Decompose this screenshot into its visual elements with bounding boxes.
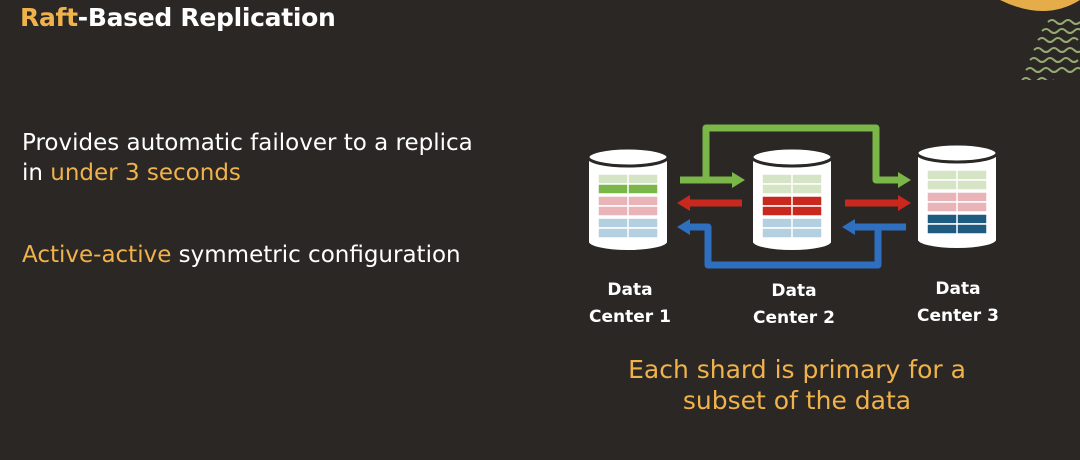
database-dc3 bbox=[915, 142, 999, 250]
database-dc1 bbox=[586, 146, 670, 252]
diagram-caption: Each shard is primary for a subset of th… bbox=[597, 354, 997, 416]
green-loop-dc1-to-dc3 bbox=[702, 124, 898, 184]
corner-sun-arc bbox=[1000, 0, 1080, 11]
caption-line2: subset of the data bbox=[682, 386, 912, 415]
corner-decoration bbox=[1000, 0, 1080, 80]
bullet-failover-highlight: under 3 seconds bbox=[50, 160, 241, 186]
bullet-failover: Provides automatic failover to a replica… bbox=[22, 128, 473, 188]
red-arrowhead-dc3 bbox=[898, 195, 911, 211]
bullet-failover-prefix: in bbox=[22, 160, 51, 186]
bullet-failover-line1: Provides automatic failover to a replica bbox=[22, 130, 473, 156]
cylinder-top bbox=[915, 142, 999, 164]
dc3-label-line1: Data bbox=[935, 279, 981, 299]
dc3-label-line2: Center 3 bbox=[917, 306, 999, 326]
bullet-failover-line2: in under 3 seconds bbox=[22, 158, 473, 188]
corner-wave-lines bbox=[1021, 19, 1080, 80]
dc2-label-line1: Data bbox=[771, 281, 817, 301]
dc2-label-line2: Center 2 bbox=[753, 308, 835, 328]
cylinder-top bbox=[750, 146, 834, 168]
dc1-label-line2: Center 1 bbox=[589, 307, 671, 327]
caption-line1: Each shard is primary for a bbox=[628, 355, 966, 384]
bullet-active-active: Active-active symmetric configuration bbox=[22, 240, 461, 270]
data-center-2-label: Data Center 2 bbox=[724, 278, 864, 332]
table-rows bbox=[597, 173, 659, 239]
table-rows bbox=[761, 173, 823, 239]
blue-arrowhead-dc2 bbox=[842, 219, 855, 235]
data-center-1-label: Data Center 1 bbox=[560, 277, 700, 331]
slide-title: Raft-Based Replication bbox=[20, 2, 336, 34]
red-arrowhead-dc1 bbox=[677, 195, 690, 211]
dc1-label-line1: Data bbox=[607, 280, 653, 300]
cylinder-top bbox=[586, 146, 670, 168]
green-arrowhead-dc2 bbox=[732, 172, 745, 188]
blue-arrowhead-dc1 bbox=[677, 219, 690, 235]
title-highlight: Raft bbox=[20, 3, 78, 32]
data-center-3-label: Data Center 3 bbox=[888, 276, 1028, 330]
title-rest: -Based Replication bbox=[77, 3, 336, 32]
bullet-active-highlight: Active-active bbox=[22, 242, 172, 268]
green-replication-arrows bbox=[680, 124, 898, 184]
table-rows bbox=[926, 169, 988, 235]
green-arrowhead-dc3 bbox=[898, 172, 911, 188]
blue-loop-dc3-to-dc1 bbox=[690, 223, 882, 269]
blue-replication-arrows bbox=[690, 223, 906, 269]
database-dc2 bbox=[750, 146, 834, 252]
bullet-active-rest: symmetric configuration bbox=[171, 242, 461, 268]
